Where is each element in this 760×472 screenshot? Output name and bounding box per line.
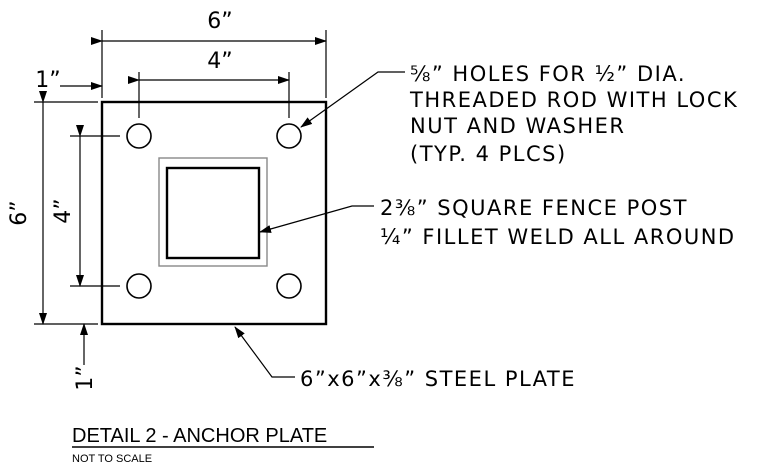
callout-holes-line-1: ⅝” HOLES FOR ½” DIA. [410, 62, 686, 86]
leader-post [259, 205, 374, 233]
callout-post-line-2: ¼” FILLET WELD ALL AROUND [380, 225, 736, 249]
callout-holes-line-3: NUT AND WASHER [410, 114, 625, 138]
callout-plate: 6”x6”x⅜” STEEL PLATE [300, 367, 576, 391]
dim-text-hole-spacing-h: 4” [207, 49, 232, 74]
anchor-hole-top-left [126, 123, 152, 149]
callout-holes-line-2: THREADED ROD WITH LOCK [409, 88, 738, 112]
anchor-hole-top-right [276, 123, 302, 149]
dim-text-hole-spacing-v: 4” [51, 198, 76, 223]
fence-post-weld-outline [158, 157, 268, 267]
leader-plate [234, 326, 295, 378]
callout-holes: ⅝” HOLES FOR ½” DIA. THREADED ROD WITH L… [409, 62, 738, 166]
fence-post [165, 166, 261, 260]
anchor-hole-bottom-right [276, 273, 302, 299]
dim-text-offset-top: 1” [35, 68, 60, 93]
detail-title: DETAIL 2 - ANCHOR PLATE [72, 425, 327, 447]
steel-plate [100, 100, 328, 326]
dim-text-offset-bottom: 1” [73, 365, 98, 390]
callout-post-line-1: 2⅜” SQUARE FENCE POST [380, 196, 688, 220]
callout-holes-line-4: (TYP. 4 PLCS) [410, 142, 567, 166]
extension-lines [34, 30, 327, 325]
dim-text-height: 6” [7, 200, 32, 225]
dim-text-width: 6” [207, 9, 232, 34]
leader-holes [300, 71, 405, 128]
anchor-hole-bottom-left [126, 273, 152, 299]
callout-post: 2⅜” SQUARE FENCE POST ¼” FILLET WELD ALL… [380, 196, 736, 249]
detail-subtitle: NOT TO SCALE [72, 453, 152, 465]
